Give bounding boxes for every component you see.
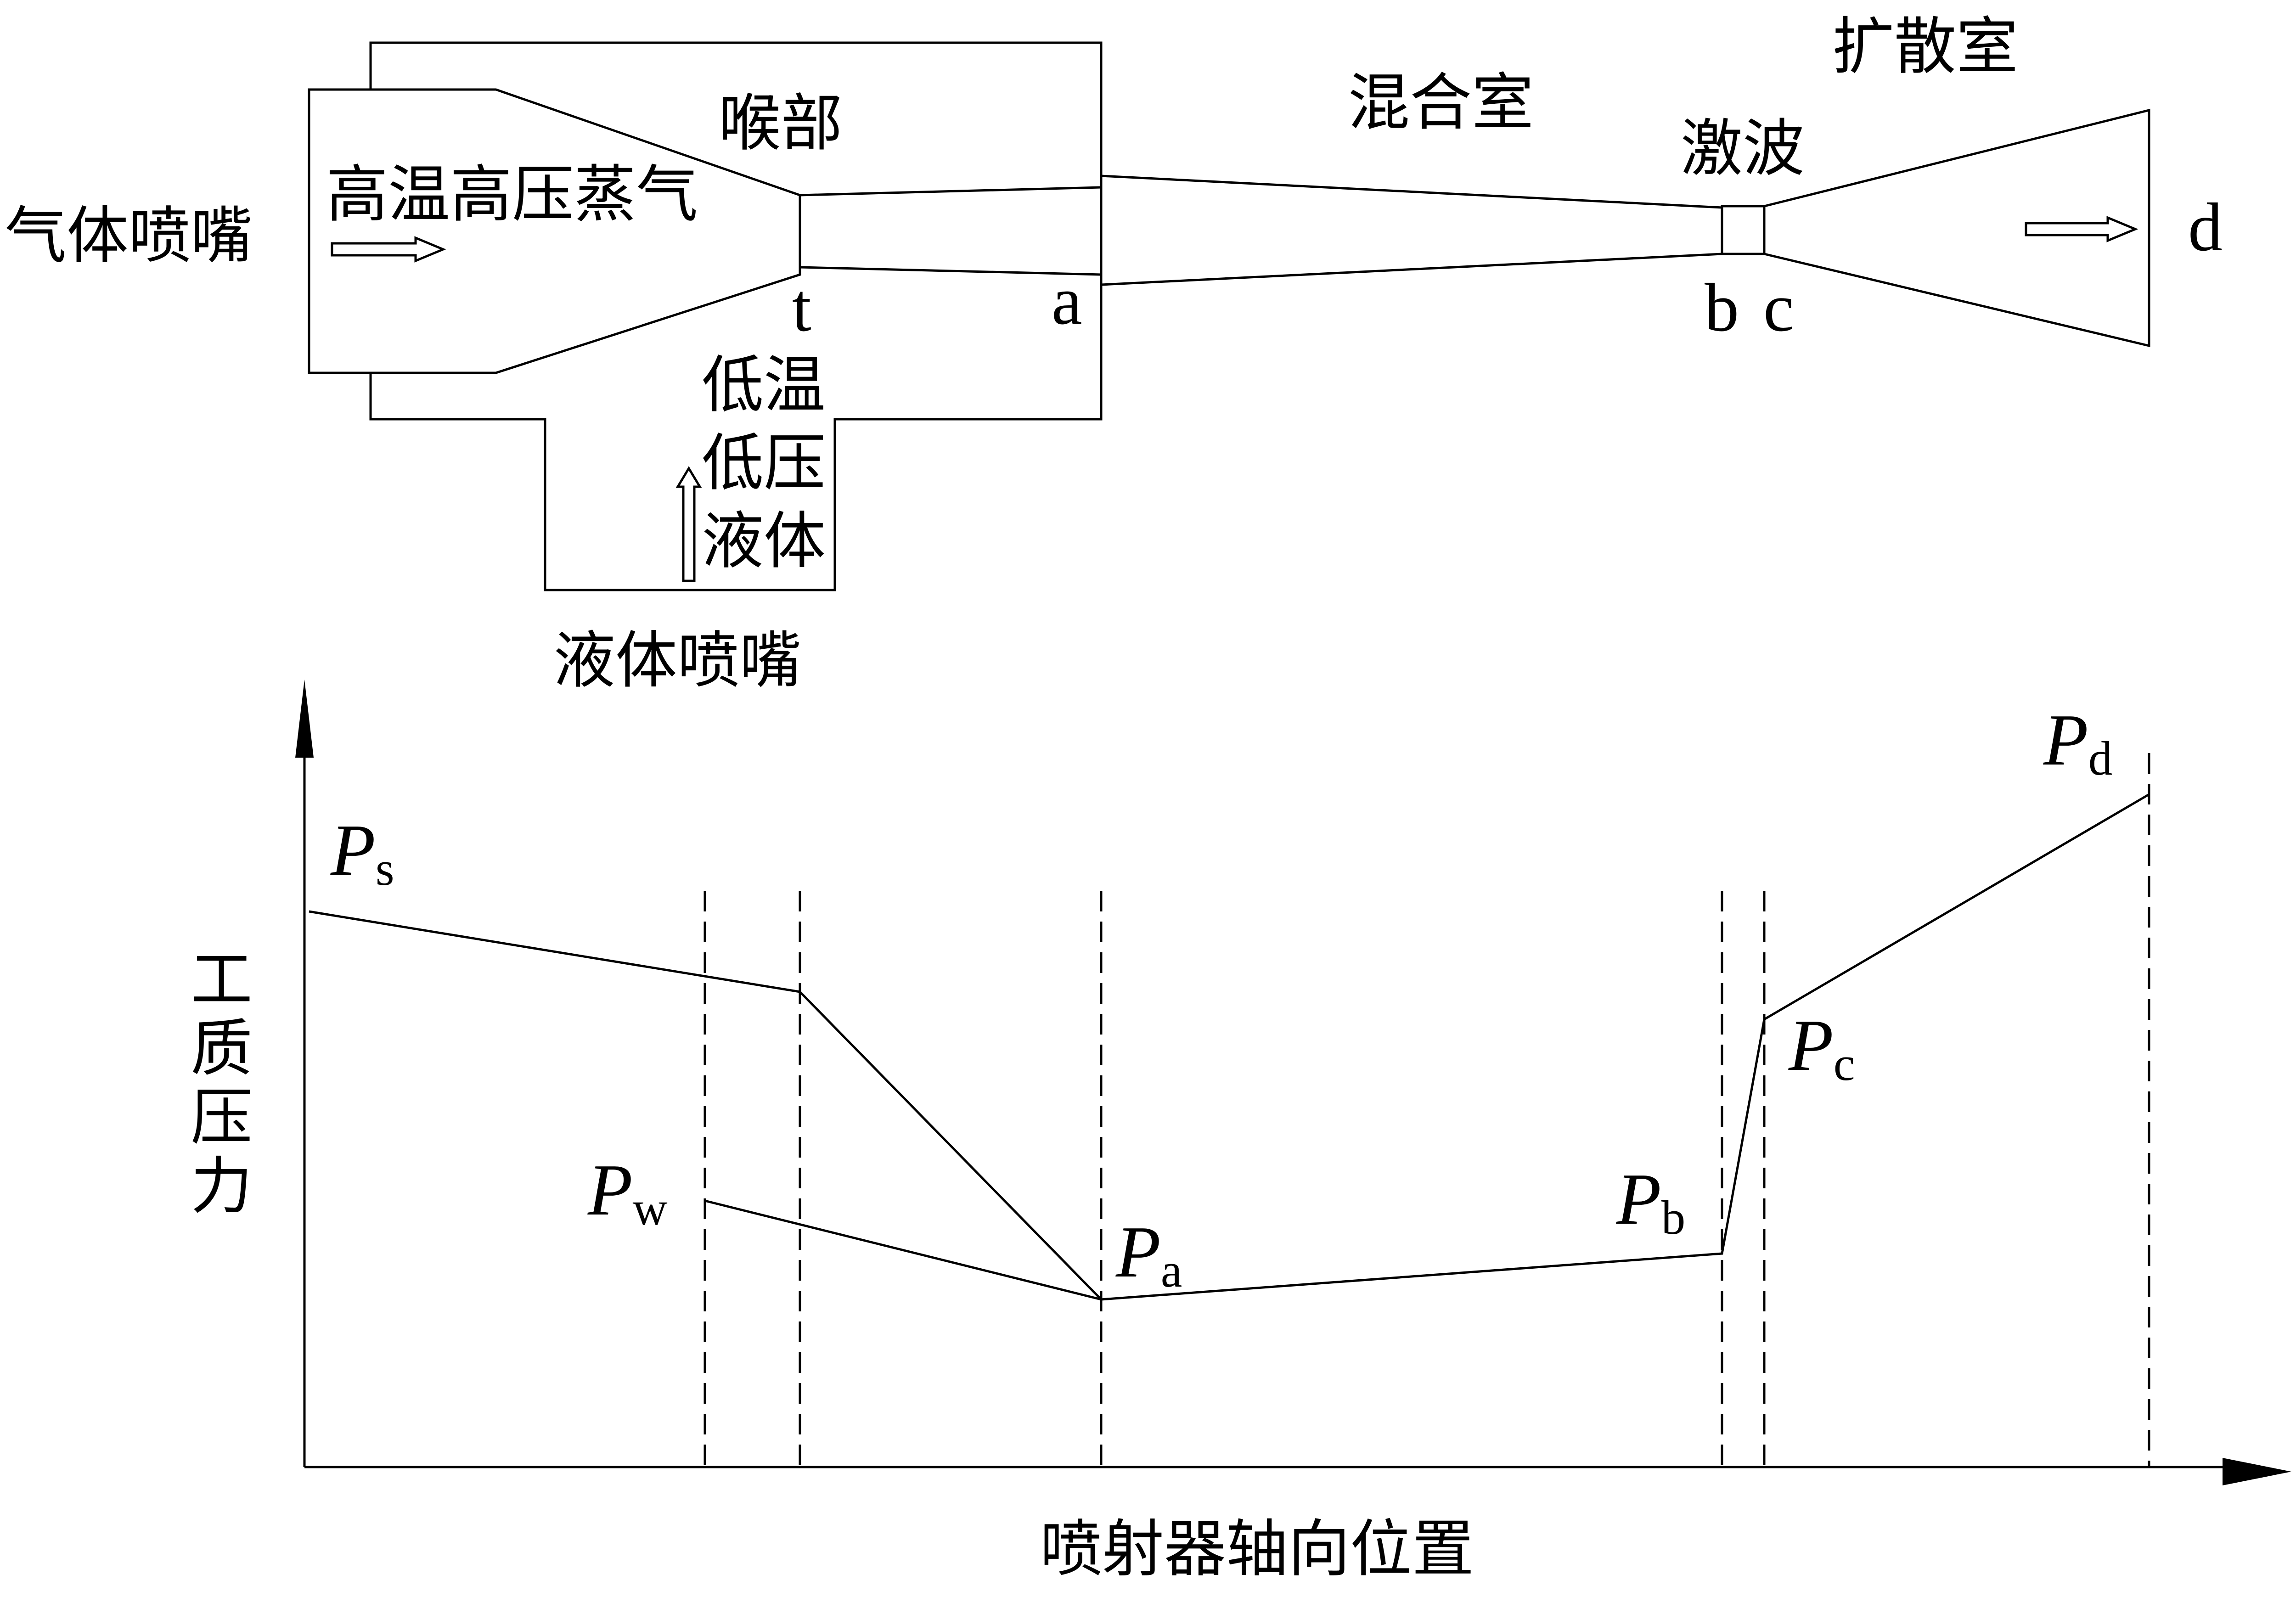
steam-flow-arrow — [331, 236, 446, 263]
x-axis-label: 喷射器轴向位置 — [1040, 1513, 1474, 1585]
mixing-upper-wall — [1101, 174, 1722, 209]
shock-wave-region — [1721, 205, 1766, 255]
label-pw: Pw — [587, 1149, 668, 1235]
point-b-label: b — [1705, 270, 1739, 346]
point-a-label: a — [1052, 263, 1082, 339]
hot-steam-label: 高温高压蒸气 — [326, 158, 698, 231]
shock-wave-label: 激波 — [1681, 112, 1805, 185]
gas-nozzle-label: 气体喷嘴 — [5, 200, 253, 272]
point-c-label: c — [1763, 270, 1794, 346]
liquid-flow-arrow — [675, 466, 702, 582]
y-axis-label-char-2: 质 — [191, 1012, 253, 1085]
throat-upper-wall — [799, 186, 1102, 197]
mixed-pressure-curve — [1101, 793, 2150, 1301]
y-axis-label-char-3: 压 — [191, 1081, 253, 1153]
label-pb: Pb — [1616, 1158, 1685, 1244]
outlet-flow-arrow — [2025, 216, 2138, 242]
throat-lower-wall — [799, 266, 1102, 276]
label-pa: Pa — [1115, 1211, 1182, 1297]
low-pressure-label: 低压 — [702, 427, 826, 499]
liquid-pressure-curve — [704, 1199, 1102, 1301]
pressure-plot: Ps Pw Pa Pb Pc Pd 工 质 压 力 喷射器轴向位置 — [191, 680, 2291, 1585]
mixing-chamber-label: 混合室 — [1348, 67, 1534, 139]
liquid-nozzle-label: 液体喷嘴 — [553, 624, 801, 697]
y-axis-label-char-1: 工 — [191, 944, 253, 1016]
ejector-schematic: 气体喷嘴 高温高压蒸气 喉部 混合室 激波 扩散室 低温 低压 液体 液体喷嘴 … — [5, 11, 2223, 697]
mixing-lower-wall — [1101, 253, 1722, 286]
x-axis-arrowhead — [2223, 1458, 2291, 1485]
label-ps: Ps — [330, 809, 394, 895]
y-axis-label-char-4: 力 — [191, 1150, 253, 1222]
diffuser-body — [1764, 108, 2150, 348]
outer-casing — [369, 41, 1103, 591]
label-pd: Pd — [2043, 699, 2112, 785]
throat-label: 喉部 — [719, 87, 843, 159]
steam-pressure-curve — [309, 910, 1102, 1300]
point-t-label: t — [792, 270, 811, 346]
point-d-label: d — [2188, 189, 2223, 265]
y-axis-arrowhead — [295, 680, 314, 758]
label-pc: Pc — [1788, 1004, 1855, 1091]
diffuser-label: 扩散室 — [1832, 11, 2018, 83]
liquid-label: 液体 — [702, 505, 826, 577]
low-temp-label: 低温 — [702, 349, 826, 421]
